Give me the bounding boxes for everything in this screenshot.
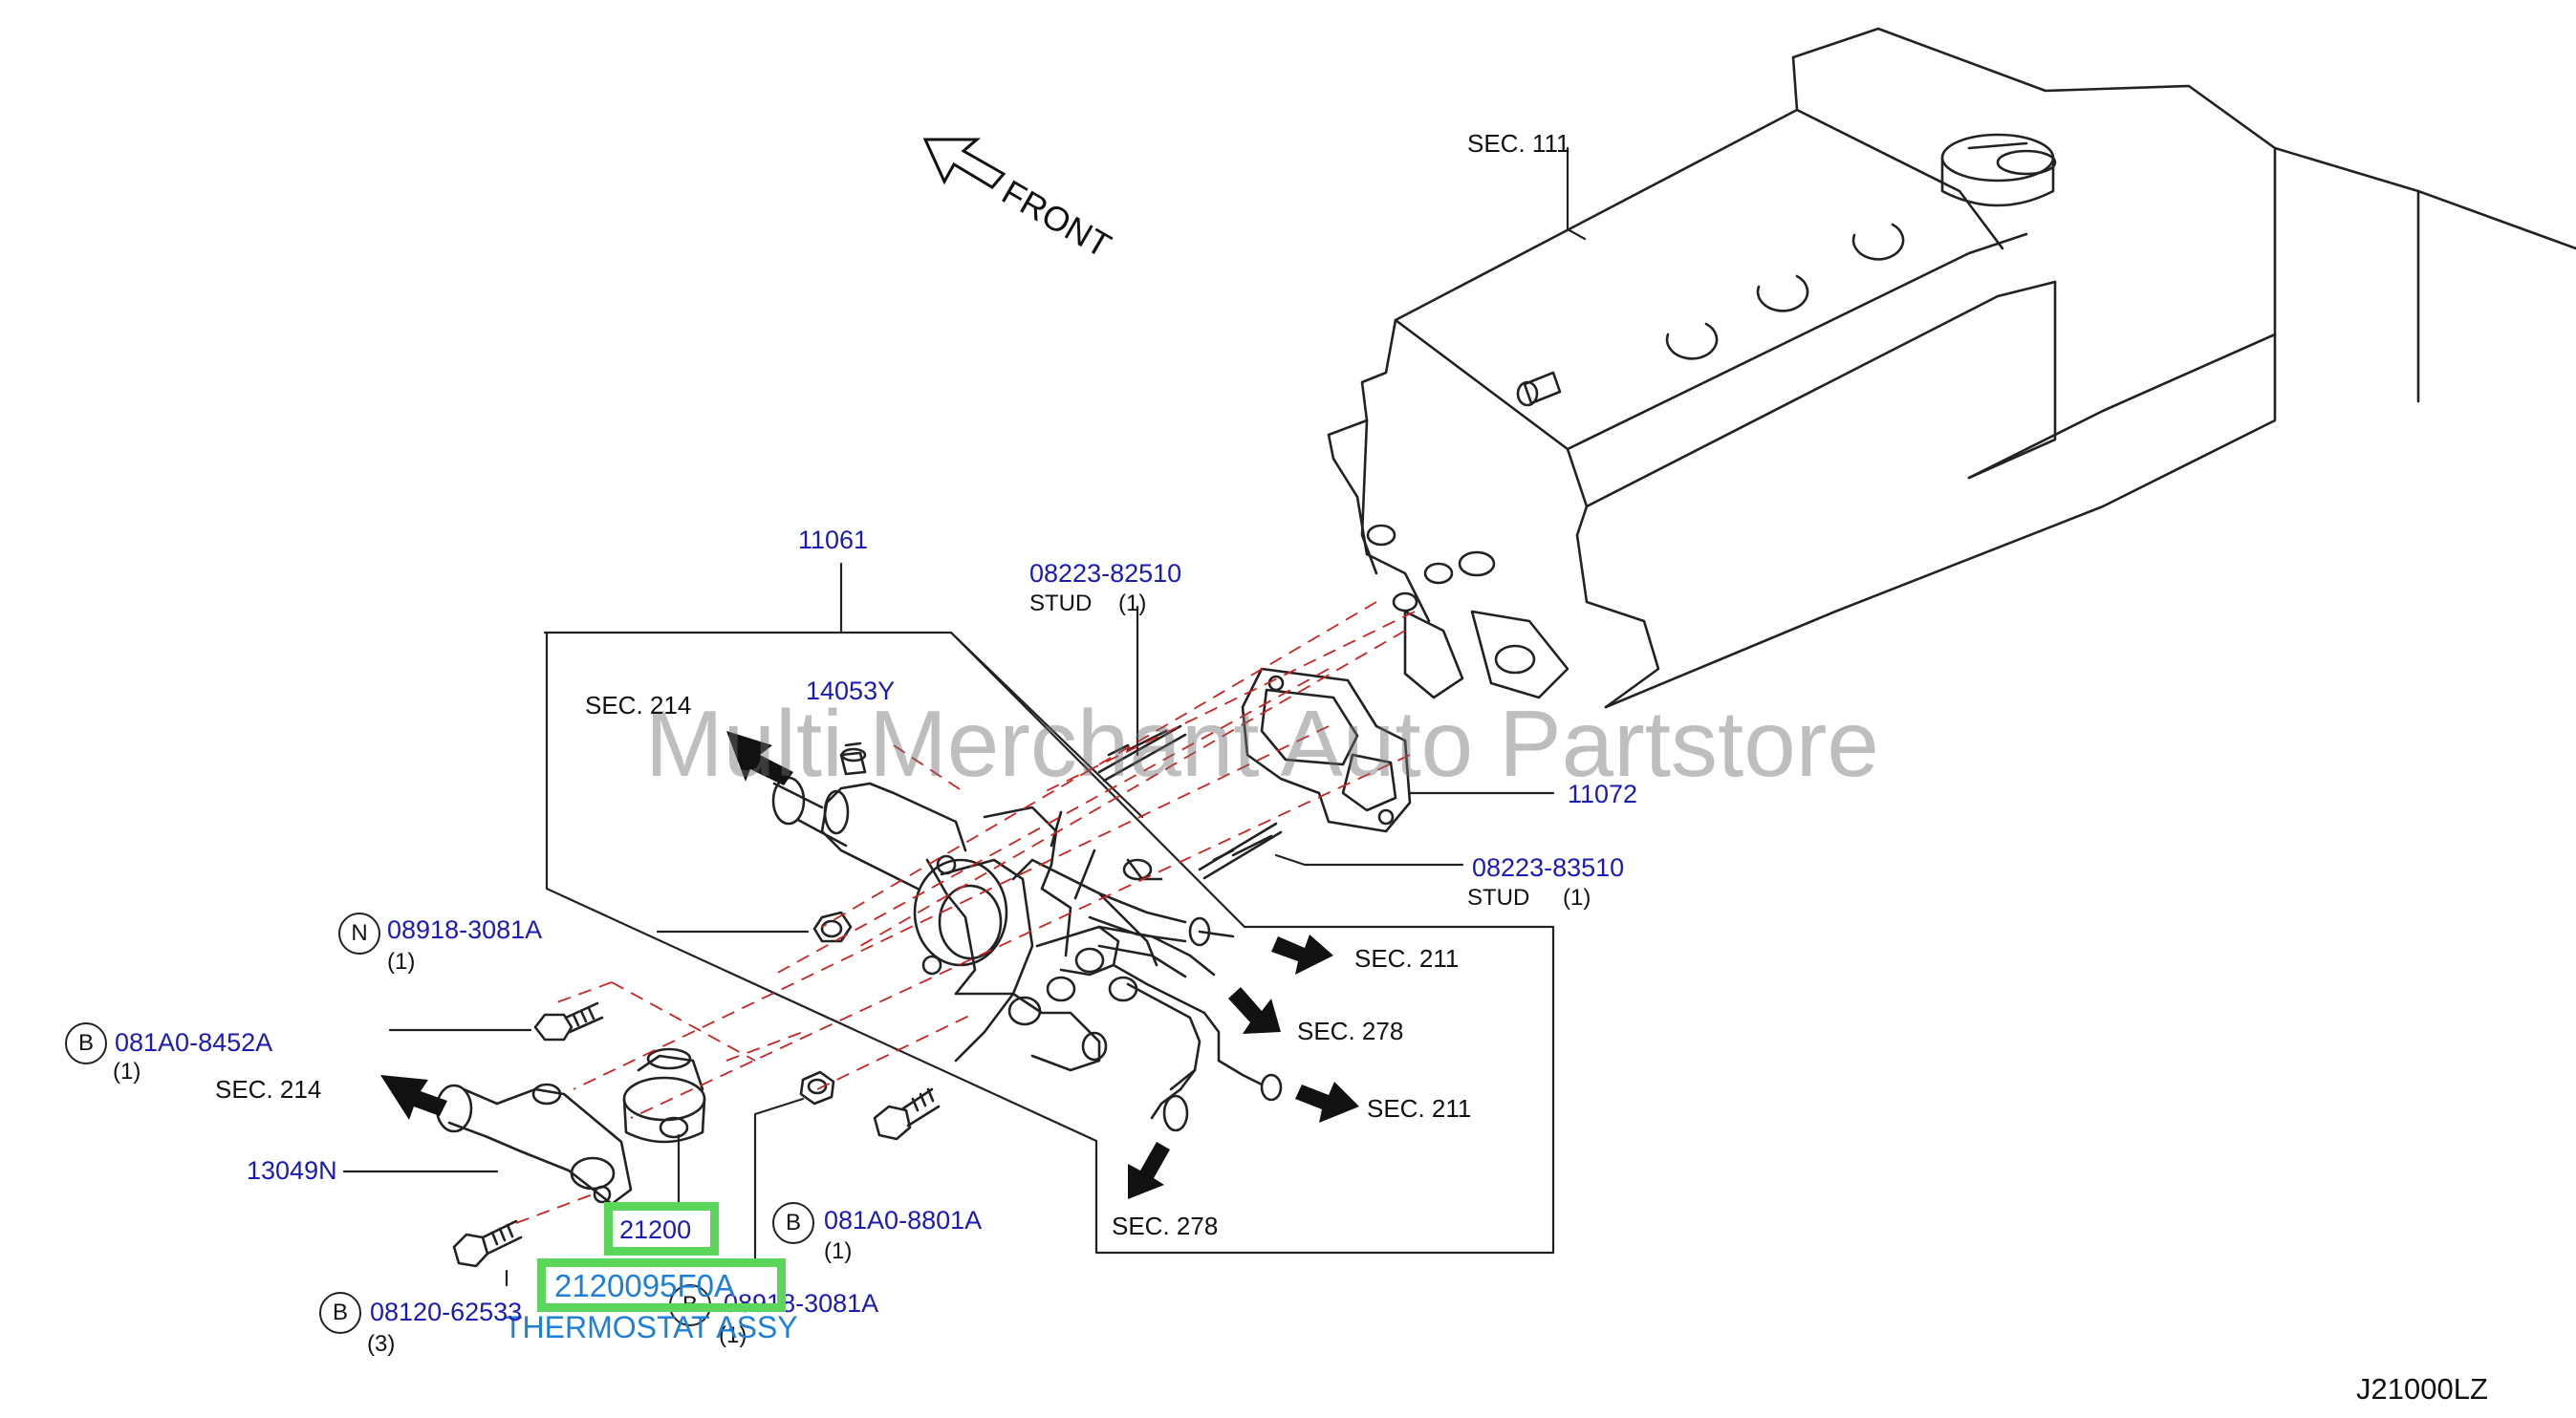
part-08918-3081a-bot-qty: (1)	[719, 1322, 747, 1348]
bolt-upper	[533, 1001, 604, 1042]
nut-lower	[799, 1070, 835, 1106]
part-08223-83510-label[interactable]: 08223-83510	[1472, 853, 1625, 882]
gasket-outline	[1241, 667, 1412, 833]
stud-a-label: STUD	[1029, 591, 1093, 616]
part-21200-label[interactable]: 21200	[619, 1215, 692, 1244]
part-description-label: THERMOSTAT ASSY	[504, 1310, 798, 1344]
part-number-highlight	[537, 1258, 786, 1312]
sec-214-top-label: SEC. 214	[585, 691, 692, 720]
part-08223-82510-label[interactable]: 08223-82510	[1029, 559, 1182, 588]
part-08918-3081a-top-qty: (1)	[387, 949, 416, 975]
sec-278-b-label: SEC. 278	[1112, 1212, 1219, 1240]
part-11072-label[interactable]: 11072	[1568, 780, 1638, 808]
arrow-sec211-b	[1295, 1082, 1359, 1123]
part-08918-3081a-top-label[interactable]: 08918-3081A	[387, 915, 543, 944]
part-14053y-label[interactable]: 14053Y	[806, 677, 896, 705]
stud-a-qty: (1)	[1118, 591, 1147, 616]
arrow-sec278-a	[1228, 987, 1281, 1034]
sec-111-label: SEC. 111	[1467, 129, 1570, 158]
sec-214-left-label: SEC. 214	[215, 1075, 322, 1104]
part-number-label[interactable]: 2120095F0A	[554, 1268, 735, 1303]
bolt-lower	[452, 1219, 523, 1268]
bolt-mid	[873, 1087, 941, 1141]
part-13049n-label[interactable]: 13049N	[247, 1156, 337, 1185]
arrow-sec214-top	[726, 731, 793, 785]
part-08120-62533-qty: (3)	[367, 1331, 396, 1357]
part-081a0-8801a-label[interactable]: 081A0-8801A	[824, 1206, 983, 1235]
stud-b-qty: (1)	[1563, 885, 1591, 911]
arrow-sec278-b	[1128, 1142, 1170, 1199]
housing-outline	[771, 776, 1283, 1132]
prefix-b-badge: B	[772, 1202, 814, 1244]
part-081a0-8452a-qty: (1)	[113, 1059, 141, 1085]
diagram-code: J21000LZ	[2356, 1372, 2488, 1406]
sec-278-a-label: SEC. 278	[1297, 1017, 1404, 1045]
stud-b-label: STUD	[1467, 885, 1530, 911]
front-arrow	[922, 138, 1007, 189]
sec-211-b-label: SEC. 211	[1367, 1094, 1472, 1123]
arrow-sec211-a	[1271, 935, 1333, 975]
sec-211-a-label: SEC. 211	[1354, 944, 1460, 973]
water-outlet-outline	[435, 1083, 633, 1206]
part-081a0-8801a-qty: (1)	[824, 1238, 853, 1264]
engine-head-outline	[1327, 27, 2576, 709]
prefix-b-badge: B	[319, 1292, 361, 1334]
thermostat-outline	[622, 1047, 706, 1144]
part-21200-highlight	[604, 1202, 719, 1256]
sensor-outline	[839, 741, 867, 776]
nut-upper	[812, 911, 853, 943]
part-081a0-8452a-label[interactable]: 081A0-8452A	[115, 1028, 273, 1057]
prefix-n-badge: N	[338, 913, 380, 955]
arrow-sec214-left	[380, 1075, 447, 1120]
watermark: Multi Merchant Auto Partstore	[645, 691, 1879, 796]
part-11061-label[interactable]: 11061	[798, 526, 869, 554]
part-08120-62533-label[interactable]: 08120-62533	[370, 1298, 523, 1326]
prefix-b-badge: B	[65, 1022, 107, 1064]
